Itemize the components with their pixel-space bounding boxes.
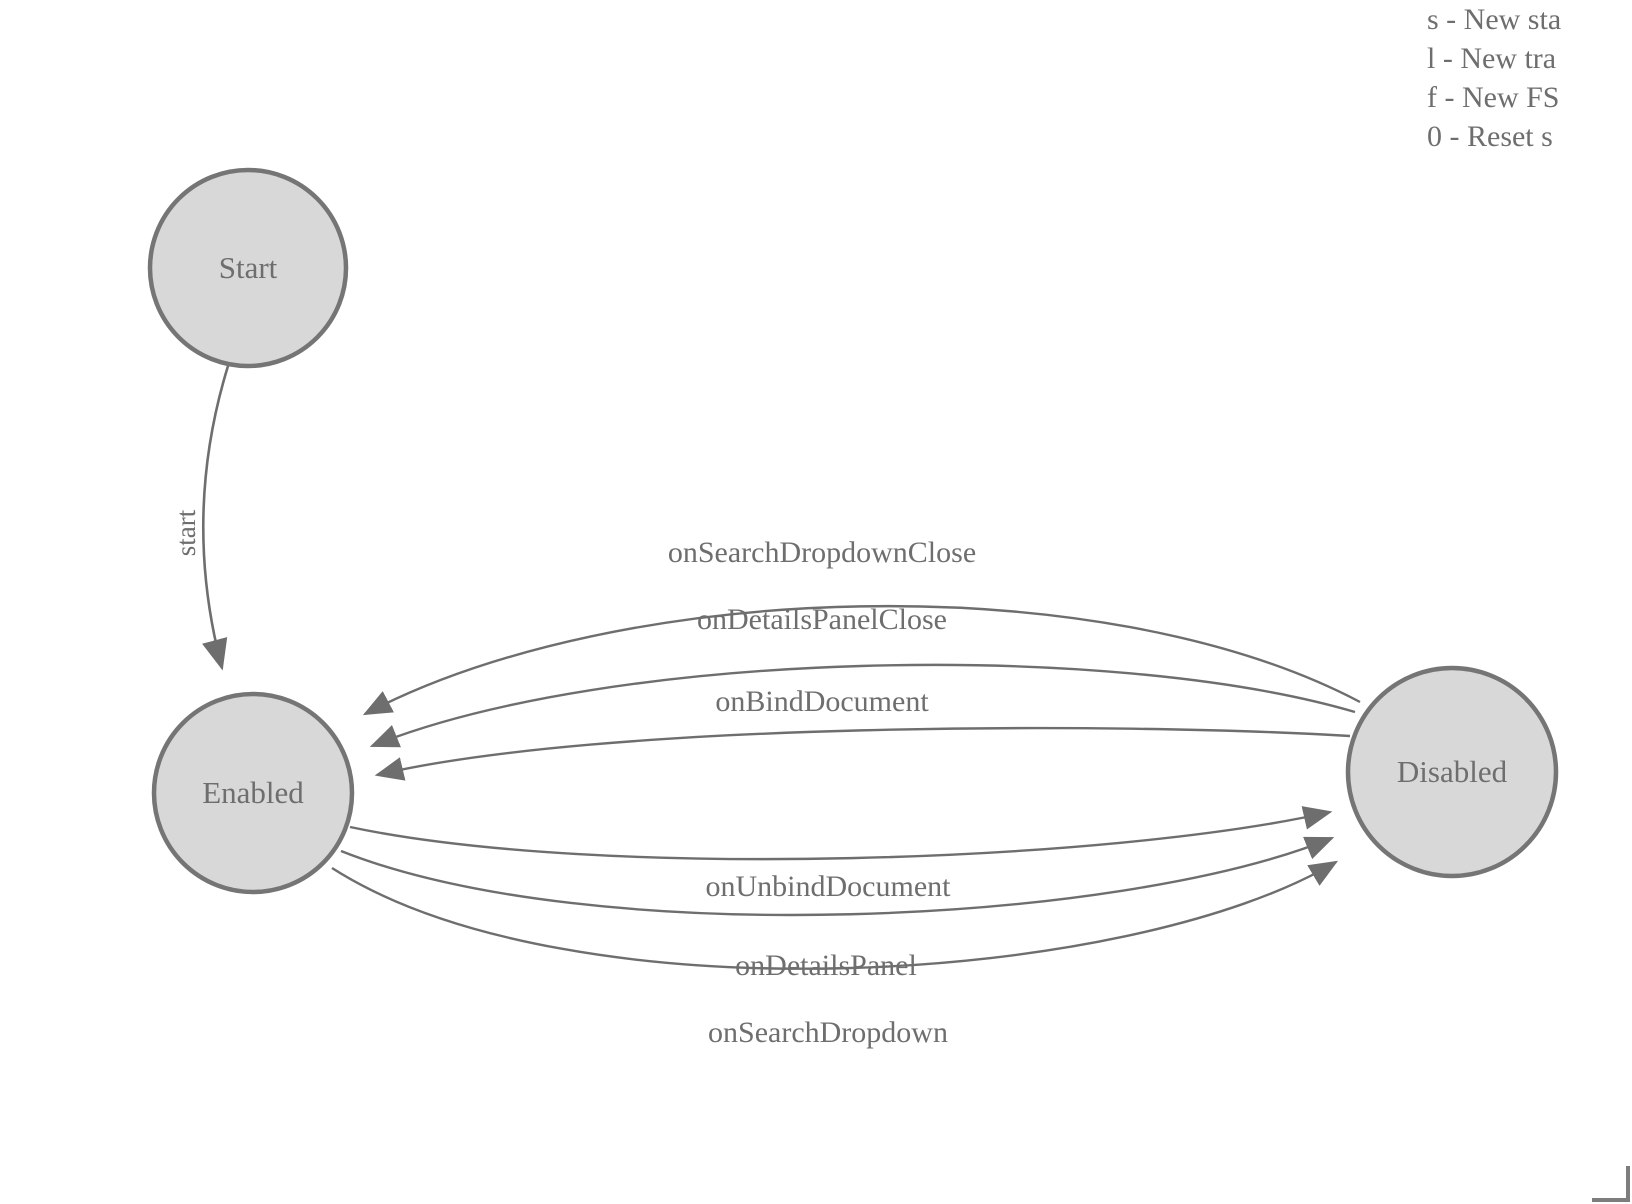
state-circle-enabled[interactable] (151, 691, 355, 895)
edge-disabled-to-enabled-onbinddocument[interactable]: onBindDocument (374, 685, 1351, 781)
edge-label-onunbinddocument: onUnbindDocument (706, 870, 952, 903)
edge-path-onunbinddocument (349, 806, 1333, 861)
state-circle-start[interactable] (147, 167, 349, 369)
help-line-new-transition: l - New tra (1427, 42, 1557, 75)
edge-path-ondetailspanel (340, 836, 1335, 917)
edge-disabled-to-enabled-ondetailspanelclose[interactable]: onDetailsPanelClose (369, 603, 1356, 748)
edge-path-onbinddocument (374, 726, 1351, 781)
state-label-start: Start (219, 250, 278, 285)
help-line-new-fsm: f - New FS (1427, 81, 1560, 114)
state-node-enabled[interactable]: Enabled (151, 691, 355, 895)
state-node-start[interactable]: Start (147, 167, 349, 369)
edge-label-onbinddocument: onBindDocument (715, 685, 929, 718)
edge-path-start (201, 365, 230, 671)
help-overlay: s - New sta l - New tra f - New FS 0 - R… (1427, 0, 1632, 156)
edge-path-ondetailspanelclose (369, 663, 1356, 748)
state-label-disabled: Disabled (1397, 754, 1508, 789)
edge-path-onsearchdropdownclose (362, 604, 1361, 716)
resize-handle-corner[interactable] (1592, 1166, 1630, 1202)
edge-enabled-to-disabled-onunbinddocument[interactable]: onUnbindDocument (349, 806, 1333, 903)
state-circle-disabled[interactable] (1345, 665, 1559, 879)
edge-label-ondetailspanelclose: onDetailsPanelClose (697, 603, 947, 636)
edge-label-start: start (171, 509, 201, 556)
edge-enabled-to-disabled-onsearchdropdown[interactable]: onSearchDropdown (331, 860, 1339, 1049)
edge-label-onsearchdropdown: onSearchDropdown (708, 1016, 948, 1049)
state-node-disabled[interactable]: Disabled (1345, 665, 1559, 879)
edge-start-to-enabled[interactable]: start (171, 365, 230, 671)
edge-disabled-to-enabled-onsearchdropdownclose[interactable]: onSearchDropdownClose (362, 536, 1361, 716)
help-line-reset: 0 - Reset s (1427, 120, 1553, 153)
help-line-new-state: s - New sta (1427, 3, 1562, 36)
edge-label-onsearchdropdownclose: onSearchDropdownClose (668, 536, 976, 569)
edge-path-onsearchdropdown (331, 860, 1339, 970)
state-label-enabled: Enabled (202, 775, 304, 810)
